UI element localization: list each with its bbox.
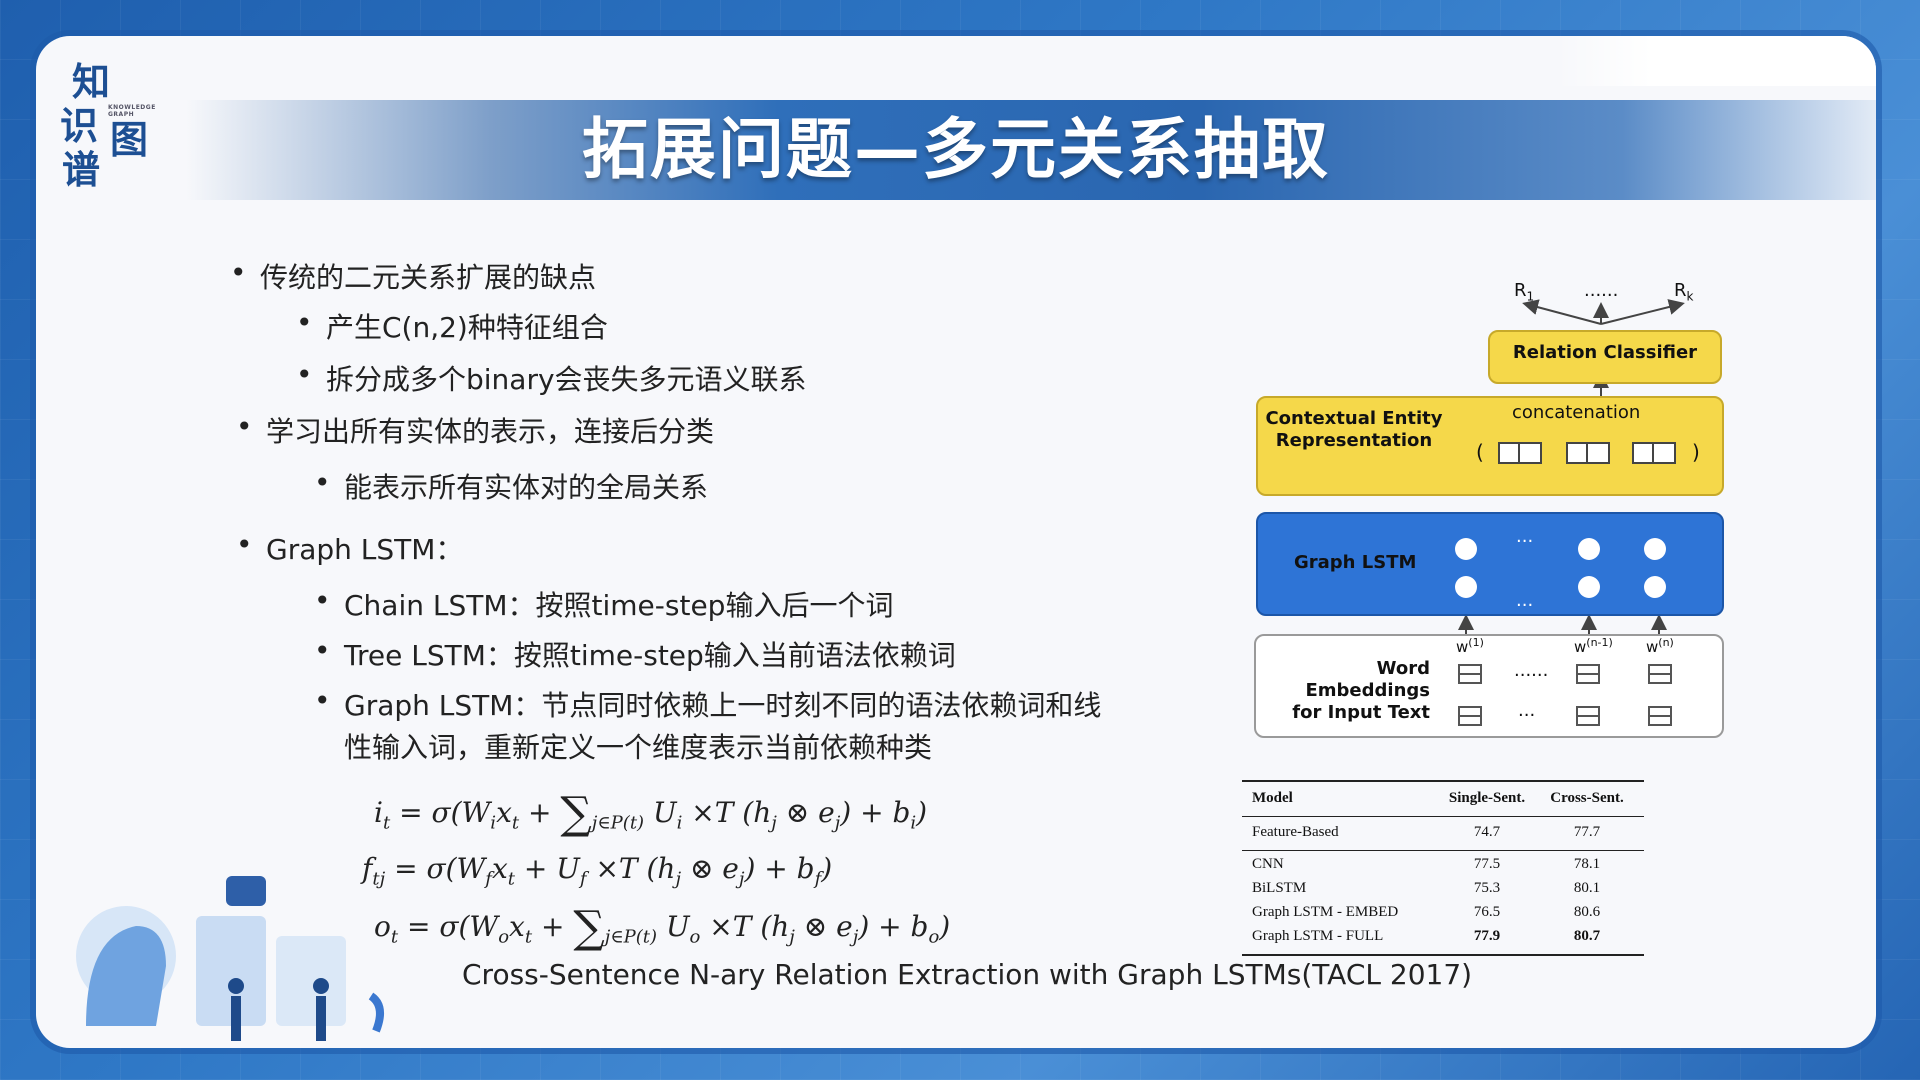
relation-classifier-label: Relation Classifier: [1512, 342, 1698, 363]
bullet-item: Graph LSTM：: [236, 528, 464, 568]
relation-classifier-box: [1488, 330, 1722, 384]
title-band: [186, 100, 1876, 200]
bullet-item: Graph LSTM：节点同时依赖上一时刻不同的语法依赖词和线: [314, 684, 1101, 724]
embedding-dots-mid: ......: [1514, 660, 1549, 681]
embedding-cell: [1576, 706, 1600, 726]
bullet-item: 产生C(n,2)种特征组合: [296, 306, 608, 346]
graph-lstm-box: [1256, 512, 1724, 616]
bullet-item: 拆分成多个binary会丧失多元语义联系: [296, 358, 807, 398]
table-rule-header: [1242, 816, 1644, 817]
table-row: BiLSTM 75.3 80.1: [1252, 880, 1601, 896]
slide: 拓展问题—多元关系抽取 知 识 图 谱 KNOWLEDGE GRAPH 传统的二…: [36, 36, 1876, 1048]
people-tech-illustration: [76, 876, 384, 1041]
table-rule-mid: [1242, 850, 1644, 851]
slide-title: 拓展问题—多元关系抽取: [582, 111, 1330, 188]
lstm-node: [1578, 538, 1600, 560]
lstm-node: [1455, 538, 1477, 560]
table-rule-top: [1242, 780, 1644, 782]
logo-char: 识: [60, 104, 99, 148]
bullet-item: 学习出所有实体的表示，连接后分类: [236, 410, 714, 450]
table-header: Single-Sent.: [1448, 790, 1526, 806]
embedding-cell: [1458, 664, 1482, 684]
word-embeddings-box: [1254, 634, 1724, 738]
table-header: Model: [1252, 790, 1293, 806]
embedding-cell: [1648, 664, 1672, 684]
top-glow: [1556, 36, 1876, 86]
lstm-dots-bottom: ...: [1516, 590, 1534, 611]
equation-output-gate: ot = σ(Woxt + ∑j∈P(t) Uo ×T (hj ⊗ ej) + …: [374, 902, 951, 953]
we-label-line2: Embeddings: [1305, 680, 1431, 701]
citation: Cross-Sentence N-ary Relation Extraction…: [462, 958, 1473, 991]
concatenation-label: concatenation: [1512, 402, 1641, 423]
logo-char: 知: [72, 60, 111, 104]
bullet-item: 能表示所有实体对的全局关系: [314, 466, 708, 506]
equation-input-gate: it = σ(Wixt + ∑j∈P(t) Ui ×T (hj ⊗ ej) + …: [374, 788, 928, 839]
embedding-cell: [1458, 706, 1482, 726]
cer-label-line2: Representation: [1275, 430, 1433, 451]
lstm-node: [1578, 576, 1600, 598]
bullet-item: 传统的二元关系扩展的缺点: [230, 256, 596, 296]
word-w1: w(1): [1456, 636, 1484, 656]
lstm-node: [1644, 576, 1666, 598]
entity-vector-cell: [1632, 442, 1676, 464]
cer-label-line1: Contextual Entity: [1265, 408, 1443, 429]
embedding-cell: [1576, 664, 1600, 684]
table-row: CNN 77.5 78.1: [1252, 856, 1601, 872]
word-wn1: w(n-1): [1574, 636, 1613, 656]
logo: 知 识 图 谱 KNOWLEDGE GRAPH: [50, 54, 160, 190]
word-wn: w(n): [1646, 636, 1674, 656]
graph-lstm-label: Graph LSTM: [1294, 552, 1417, 573]
lstm-dots-top: ...: [1516, 526, 1534, 547]
lstm-node: [1644, 538, 1666, 560]
bullet-continuation: 性输入词，重新定义一个维度表示当前依赖种类: [344, 731, 933, 764]
we-label-line1: Word: [1376, 658, 1430, 679]
embedding-cell: [1648, 706, 1672, 726]
lstm-node: [1455, 576, 1477, 598]
relation-r1: R1: [1514, 280, 1535, 304]
table-header-row: Model Single-Sent. Cross-Sent.: [1242, 790, 1644, 812]
paren-close: ): [1692, 440, 1700, 464]
table-header: Cross-Sent.: [1550, 790, 1624, 806]
logo-char: 图: [110, 118, 149, 162]
relation-rk: Rk: [1674, 280, 1694, 304]
paren-open: (: [1476, 440, 1484, 464]
equation-forget-gate: ftj = σ(Wfxt + Uf ×T (hj ⊗ ej) + bf): [362, 852, 833, 890]
table-row: Graph LSTM - FULL 77.9 80.7: [1252, 928, 1601, 944]
relation-dots: ......: [1584, 280, 1619, 301]
logo-char: 谱: [62, 148, 101, 192]
table-row: Feature-Based 74.7 77.7: [1252, 824, 1601, 840]
entity-vector-cell: [1566, 442, 1610, 464]
table-row: Graph LSTM - EMBED 76.5 80.6: [1252, 904, 1601, 920]
bullet-item: Tree LSTM：按照time-step输入当前语法依赖词: [314, 634, 956, 674]
embedding-dots-low: ...: [1518, 700, 1536, 721]
table-rule-bottom: [1242, 954, 1644, 956]
entity-vector-cell: [1498, 442, 1542, 464]
logo-subtext: KNOWLEDGE GRAPH: [108, 104, 156, 118]
we-label-line3: for Input Text: [1292, 702, 1430, 723]
bullet-item: Chain LSTM：按照time-step输入后一个词: [314, 584, 893, 624]
